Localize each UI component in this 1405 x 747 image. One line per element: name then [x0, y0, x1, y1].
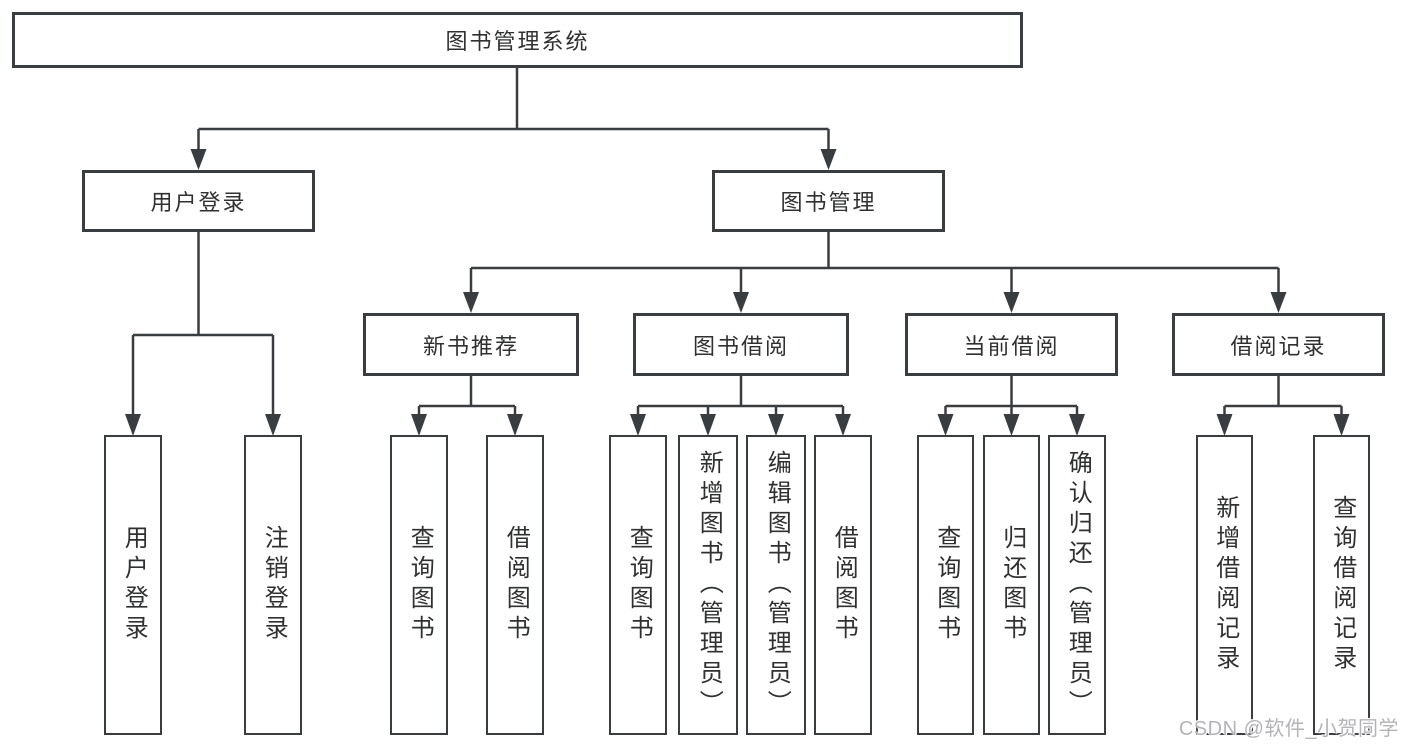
node-book-borrow: 图书借阅	[633, 313, 849, 376]
node-bb-add-book-admin: 新增图书（管理员）	[678, 435, 738, 735]
node-br-add-record-label: 新增借阅记录	[1211, 495, 1239, 675]
node-current-borrow: 当前借阅	[905, 313, 1118, 376]
node-bb-edit-book-admin: 编辑图书（管理员）	[746, 435, 806, 735]
node-user-login: 用户登录	[82, 170, 315, 232]
node-nb-borrow-book-label: 借阅图书	[502, 525, 530, 645]
node-cb-query-book: 查询图书	[917, 435, 974, 735]
node-bb-query-book-label: 查询图书	[625, 525, 653, 645]
node-nb-borrow-book: 借阅图书	[486, 435, 544, 735]
node-logout: 注销登录	[244, 435, 302, 735]
node-br-query-record-label: 查询借阅记录	[1328, 495, 1356, 675]
node-bb-borrow-book-label: 借阅图书	[830, 525, 858, 645]
node-nb-query-book-label: 查询图书	[406, 525, 434, 645]
node-bb-query-book: 查询图书	[609, 435, 667, 735]
node-cb-confirm-return-admin: 确认归还（管理员）	[1048, 435, 1106, 735]
node-cb-return-book: 归还图书	[983, 435, 1040, 735]
node-br-query-record: 查询借阅记录	[1313, 435, 1370, 735]
node-book-mgmt: 图书管理	[712, 170, 945, 232]
node-new-book-rec: 新书推荐	[363, 313, 579, 376]
node-bb-add-book-admin-label: 新增图书（管理员）	[695, 450, 723, 720]
node-cb-query-book-label: 查询图书	[932, 525, 960, 645]
node-logout-label: 注销登录	[260, 525, 288, 645]
watermark: CSDN @软件_小贺同学	[1178, 718, 1399, 740]
node-cb-confirm-return-admin-label: 确认归还（管理员）	[1064, 450, 1092, 720]
node-cb-return-book-label: 归还图书	[998, 525, 1026, 645]
node-bb-edit-book-admin-label: 编辑图书（管理员）	[763, 450, 791, 720]
node-bb-borrow-book: 借阅图书	[814, 435, 872, 735]
node-root: 图书管理系统	[12, 12, 1023, 68]
node-nb-query-book: 查询图书	[390, 435, 448, 735]
node-login: 用户登录	[104, 435, 162, 735]
node-br-add-record: 新增借阅记录	[1196, 435, 1253, 735]
node-login-label: 用户登录	[120, 525, 148, 645]
node-borrow-record: 借阅记录	[1172, 313, 1385, 376]
